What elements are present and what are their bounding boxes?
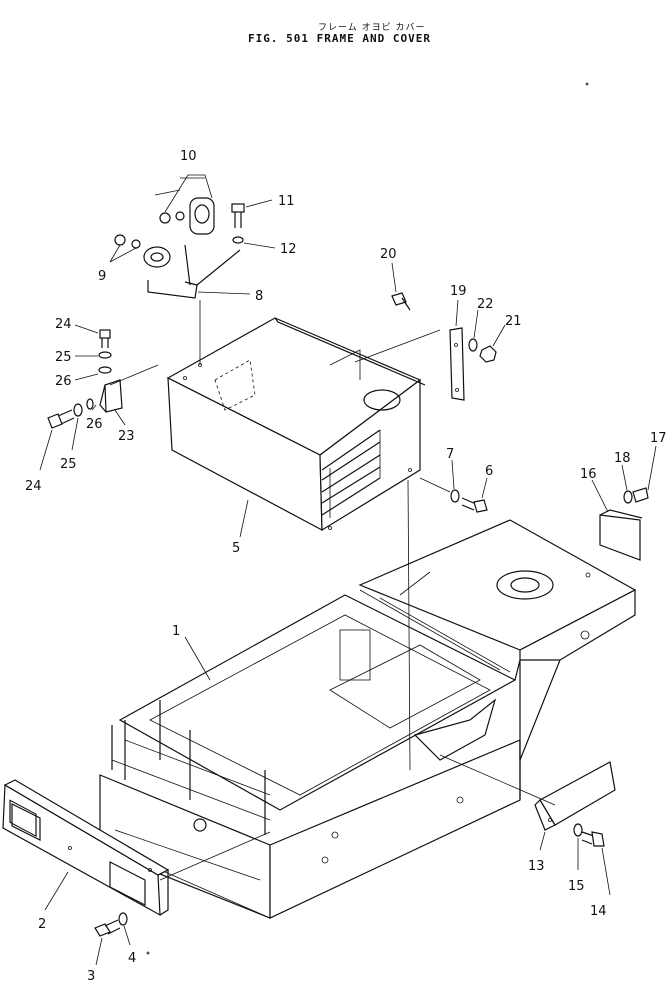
callout-6: 6	[485, 464, 493, 479]
frame-assembly: 1	[99, 519, 637, 919]
callout-16: 16	[580, 467, 597, 482]
callout-23: 23	[118, 429, 135, 444]
side-cover-plate-13: 13 15 14	[439, 754, 616, 919]
callout-22: 22	[477, 297, 494, 312]
callout-25-bottom: 25	[60, 457, 77, 472]
front-bumper: 2	[2, 779, 271, 932]
callout-4: 4	[128, 951, 136, 966]
callout-17: 17	[650, 431, 666, 446]
stray-mark	[585, 82, 589, 86]
side-bracket-assembly: 24 25 26 23 24 25 26	[25, 317, 159, 494]
callout-13: 13	[528, 859, 545, 874]
bolt-6-and-washer-7: 7 6	[419, 447, 493, 513]
callout-20: 20	[380, 247, 397, 262]
callout-24-top: 24	[55, 317, 72, 332]
callout-24-bottom: 24	[25, 479, 42, 494]
stay-bracket-19: 19 20 22 21	[380, 247, 522, 401]
callout-9: 9	[98, 269, 106, 284]
callout-11: 11	[278, 194, 295, 209]
figure-title: FIG. 501 FRAME AND COVER	[248, 32, 431, 45]
callout-25-top: 25	[55, 350, 72, 365]
callout-21: 21	[505, 314, 522, 329]
callout-1: 1	[172, 624, 180, 639]
callout-10: 10	[180, 149, 197, 164]
callout-26-top: 26	[55, 374, 72, 389]
callout-14: 14	[590, 904, 607, 919]
cap-and-bracket: 10 9 8 11 12	[98, 149, 297, 365]
callout-15: 15	[568, 879, 585, 894]
bolt-3-and-washer-4: 3 4	[87, 912, 150, 984]
callout-12: 12	[280, 242, 297, 257]
callout-8: 8	[255, 289, 263, 304]
callout-2: 2	[38, 917, 46, 932]
figure-subtitle: フレーム オヨビ カバー	[318, 23, 426, 33]
rear-cover-plate-16: 16 18 17	[580, 431, 666, 561]
callout-26-bottom: 26	[86, 417, 103, 432]
callout-19: 19	[450, 284, 467, 299]
engine-cover: 5	[166, 317, 441, 771]
callout-7: 7	[446, 447, 454, 462]
callout-3: 3	[87, 969, 95, 984]
callout-5: 5	[232, 541, 240, 556]
callout-18: 18	[614, 451, 631, 466]
